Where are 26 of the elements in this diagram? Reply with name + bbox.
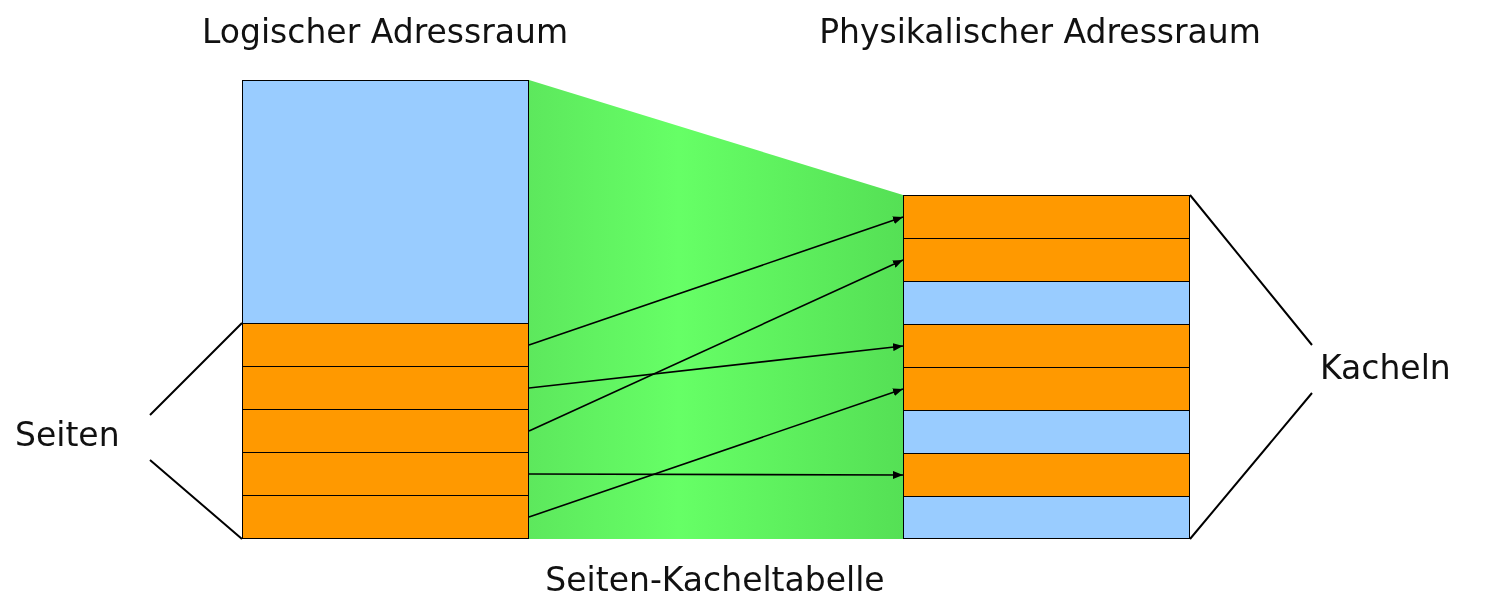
heading: Logischer Adressraum: [202, 12, 568, 51]
table-label: Seiten-Kacheltabelle: [545, 560, 885, 599]
memory-block: [903, 238, 1190, 282]
memory-region: [903, 281, 1190, 325]
part-label: Kacheln: [1320, 348, 1451, 387]
address-space-box: [903, 195, 1190, 539]
part-label: Seiten: [15, 415, 120, 454]
memory-region: [903, 496, 1190, 539]
memory-region: [903, 410, 1190, 454]
memory-block: [242, 495, 529, 539]
heading: Physikalischer Adressraum: [819, 12, 1261, 51]
arrow: [528, 216, 904, 346]
address-space-box: [242, 80, 529, 539]
arrow: [528, 343, 904, 389]
memory-block: [903, 367, 1190, 411]
arrow: [528, 470, 904, 479]
memory-block: [242, 323, 529, 367]
memory-block: [242, 452, 529, 496]
memory-block: [903, 324, 1190, 368]
arrow: [528, 259, 904, 432]
memory-block: [242, 409, 529, 453]
memory-block: [903, 195, 1190, 239]
arrow: [528, 388, 904, 518]
memory-block: [242, 366, 529, 410]
memory-block: [903, 453, 1190, 497]
memory-region: [242, 80, 529, 324]
